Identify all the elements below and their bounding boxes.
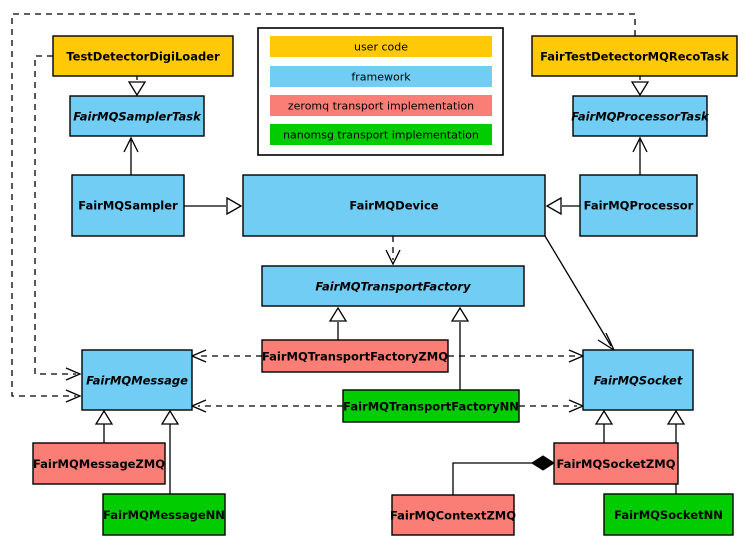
- class-box-FairMQContextZMQ[interactable]: [391, 494, 515, 536]
- class-label-FairMQDevice: FairMQDevice: [349, 199, 438, 213]
- class-box-FairMQSocketNN[interactable]: [603, 493, 734, 536]
- edge-factoryzmq-to-message: [190, 349, 262, 363]
- class-node-FairMQDevice[interactable]: FairMQDevice: [242, 174, 546, 237]
- class-box-FairTestDetectorMQRecoTask[interactable]: [531, 35, 738, 77]
- class-node-FairMQTransportFactoryZMQ[interactable]: FairMQTransportFactoryZMQ: [261, 339, 449, 373]
- class-label-FairMQProcessorTask: FairMQProcessorTask: [571, 110, 710, 124]
- class-label-FairMQMessageNN: FairMQMessageNN: [103, 508, 225, 522]
- edge-sampler-to-device: [184, 196, 243, 216]
- class-label-FairMQTransportFactoryNN: FairMQTransportFactoryNN: [343, 400, 519, 414]
- edge-sampler-to-samplertask: [123, 136, 139, 175]
- class-label-TestDetectorDigiLoader: TestDetectorDigiLoader: [66, 50, 220, 64]
- legend-label-user-code: user code: [354, 41, 408, 54]
- edge-recotask-to-message: [11, 13, 636, 403]
- class-box-FairMQTransportFactoryNN[interactable]: [342, 389, 520, 423]
- class-node-FairMQTransportFactory[interactable]: FairMQTransportFactory: [261, 265, 525, 307]
- class-node-FairMQMessageNN[interactable]: FairMQMessageNN: [102, 493, 226, 536]
- class-label-FairMQSocketNN: FairMQSocketNN: [614, 508, 723, 522]
- class-box-FairMQMessageNN[interactable]: [102, 493, 226, 536]
- class-node-FairMQSocketNN[interactable]: FairMQSocketNN: [603, 493, 734, 536]
- edge-factoryzmq-to-socket: [448, 349, 585, 363]
- legend-swatch-user-code: [270, 36, 492, 57]
- class-label-FairMQProcessor: FairMQProcessor: [584, 199, 694, 213]
- class-node-FairMQSamplerTask[interactable]: FairMQSamplerTask: [69, 95, 205, 137]
- legend-label-nanomsg: nanomsg transport implementation: [283, 129, 479, 142]
- legend-label-framework: framework: [351, 71, 411, 84]
- class-node-FairMQProcessorTask[interactable]: FairMQProcessorTask: [571, 95, 710, 137]
- class-node-FairMQSocketZMQ[interactable]: FairMQSocketZMQ: [553, 442, 679, 485]
- legend-swatch-nanomsg: [270, 124, 492, 145]
- edge-contextzmq-to-socketzmq: [452, 455, 556, 495]
- edge-device-to-transportfactory: [385, 236, 401, 266]
- node-layer: TestDetectorDigiLoader FairMQSamplerTask…: [32, 35, 738, 536]
- edge-processor-to-device: [545, 196, 580, 216]
- class-node-FairMQTransportFactoryNN[interactable]: FairMQTransportFactoryNN: [342, 389, 520, 423]
- edge-messagenn-to-message: [160, 409, 180, 494]
- legend: user code framework zeromq transport imp…: [257, 27, 504, 156]
- legend-swatch-framework: [270, 66, 492, 87]
- class-node-FairTestDetectorMQRecoTask[interactable]: FairTestDetectorMQRecoTask: [531, 35, 738, 77]
- class-label-FairMQMessageZMQ: FairMQMessageZMQ: [33, 457, 165, 471]
- legend-label-zeromq: zeromq transport implementation: [288, 100, 474, 113]
- class-box-FairMQSocket[interactable]: [582, 349, 694, 411]
- class-label-FairMQSocket: FairMQSocket: [594, 374, 683, 388]
- class-box-FairMQSocketZMQ[interactable]: [553, 442, 679, 485]
- class-box-FairMQDevice[interactable]: [242, 174, 546, 237]
- class-label-FairMQMessage: FairMQMessage: [86, 374, 188, 388]
- edge-factorynn-to-socket: [519, 399, 585, 413]
- class-node-FairMQContextZMQ[interactable]: FairMQContextZMQ: [390, 494, 516, 536]
- edge-processor-to-processortask: [632, 136, 648, 175]
- class-label-FairMQContextZMQ: FairMQContextZMQ: [390, 509, 516, 523]
- class-label-FairTestDetectorMQRecoTask: FairTestDetectorMQRecoTask: [540, 50, 729, 64]
- class-box-FairMQMessage[interactable]: [81, 349, 193, 411]
- edge-factorynn-to-message: [190, 399, 343, 413]
- edge-digiloader-to-message: [34, 55, 82, 381]
- edge-digiloader-to-samplertask: [127, 76, 147, 97]
- edge-messagezmq-to-message: [94, 409, 114, 443]
- edge-device-to-socket: [544, 235, 616, 352]
- class-box-FairMQTransportFactoryZMQ[interactable]: [261, 339, 449, 373]
- class-node-FairMQProcessor[interactable]: FairMQProcessor: [579, 174, 698, 237]
- class-node-FairMQMessageZMQ[interactable]: FairMQMessageZMQ: [32, 442, 166, 485]
- class-box-FairMQTransportFactory[interactable]: [261, 265, 525, 307]
- class-box-TestDetectorDigiLoader[interactable]: [52, 35, 234, 77]
- legend-swatch-zeromq: [270, 95, 492, 116]
- class-box-FairMQSamplerTask[interactable]: [69, 95, 205, 137]
- class-label-FairMQTransportFactory: FairMQTransportFactory: [315, 280, 471, 294]
- class-box-FairMQProcessorTask[interactable]: [572, 95, 708, 137]
- edge-recotask-to-processortask: [630, 76, 650, 97]
- class-label-FairMQSampler: FairMQSampler: [78, 199, 178, 213]
- edge-factorynn-to-factory: [450, 306, 470, 390]
- edge-layer: [11, 13, 686, 495]
- class-node-TestDetectorDigiLoader[interactable]: TestDetectorDigiLoader: [52, 35, 234, 77]
- class-box-FairMQSampler[interactable]: [71, 174, 185, 237]
- edge-socketzmq-to-socket: [594, 409, 614, 443]
- class-box-FairMQMessageZMQ[interactable]: [32, 442, 166, 485]
- class-node-FairMQMessage[interactable]: FairMQMessage: [81, 349, 193, 411]
- class-node-FairMQSocket[interactable]: FairMQSocket: [582, 349, 694, 411]
- class-label-FairMQSocketZMQ: FairMQSocketZMQ: [557, 457, 676, 471]
- class-node-FairMQSampler[interactable]: FairMQSampler: [71, 174, 185, 237]
- class-label-FairMQSamplerTask: FairMQSamplerTask: [73, 110, 202, 124]
- class-label-FairMQTransportFactoryZMQ: FairMQTransportFactoryZMQ: [262, 350, 448, 364]
- edge-factoryzmq-to-factory: [328, 306, 348, 340]
- class-box-FairMQProcessor[interactable]: [579, 174, 698, 237]
